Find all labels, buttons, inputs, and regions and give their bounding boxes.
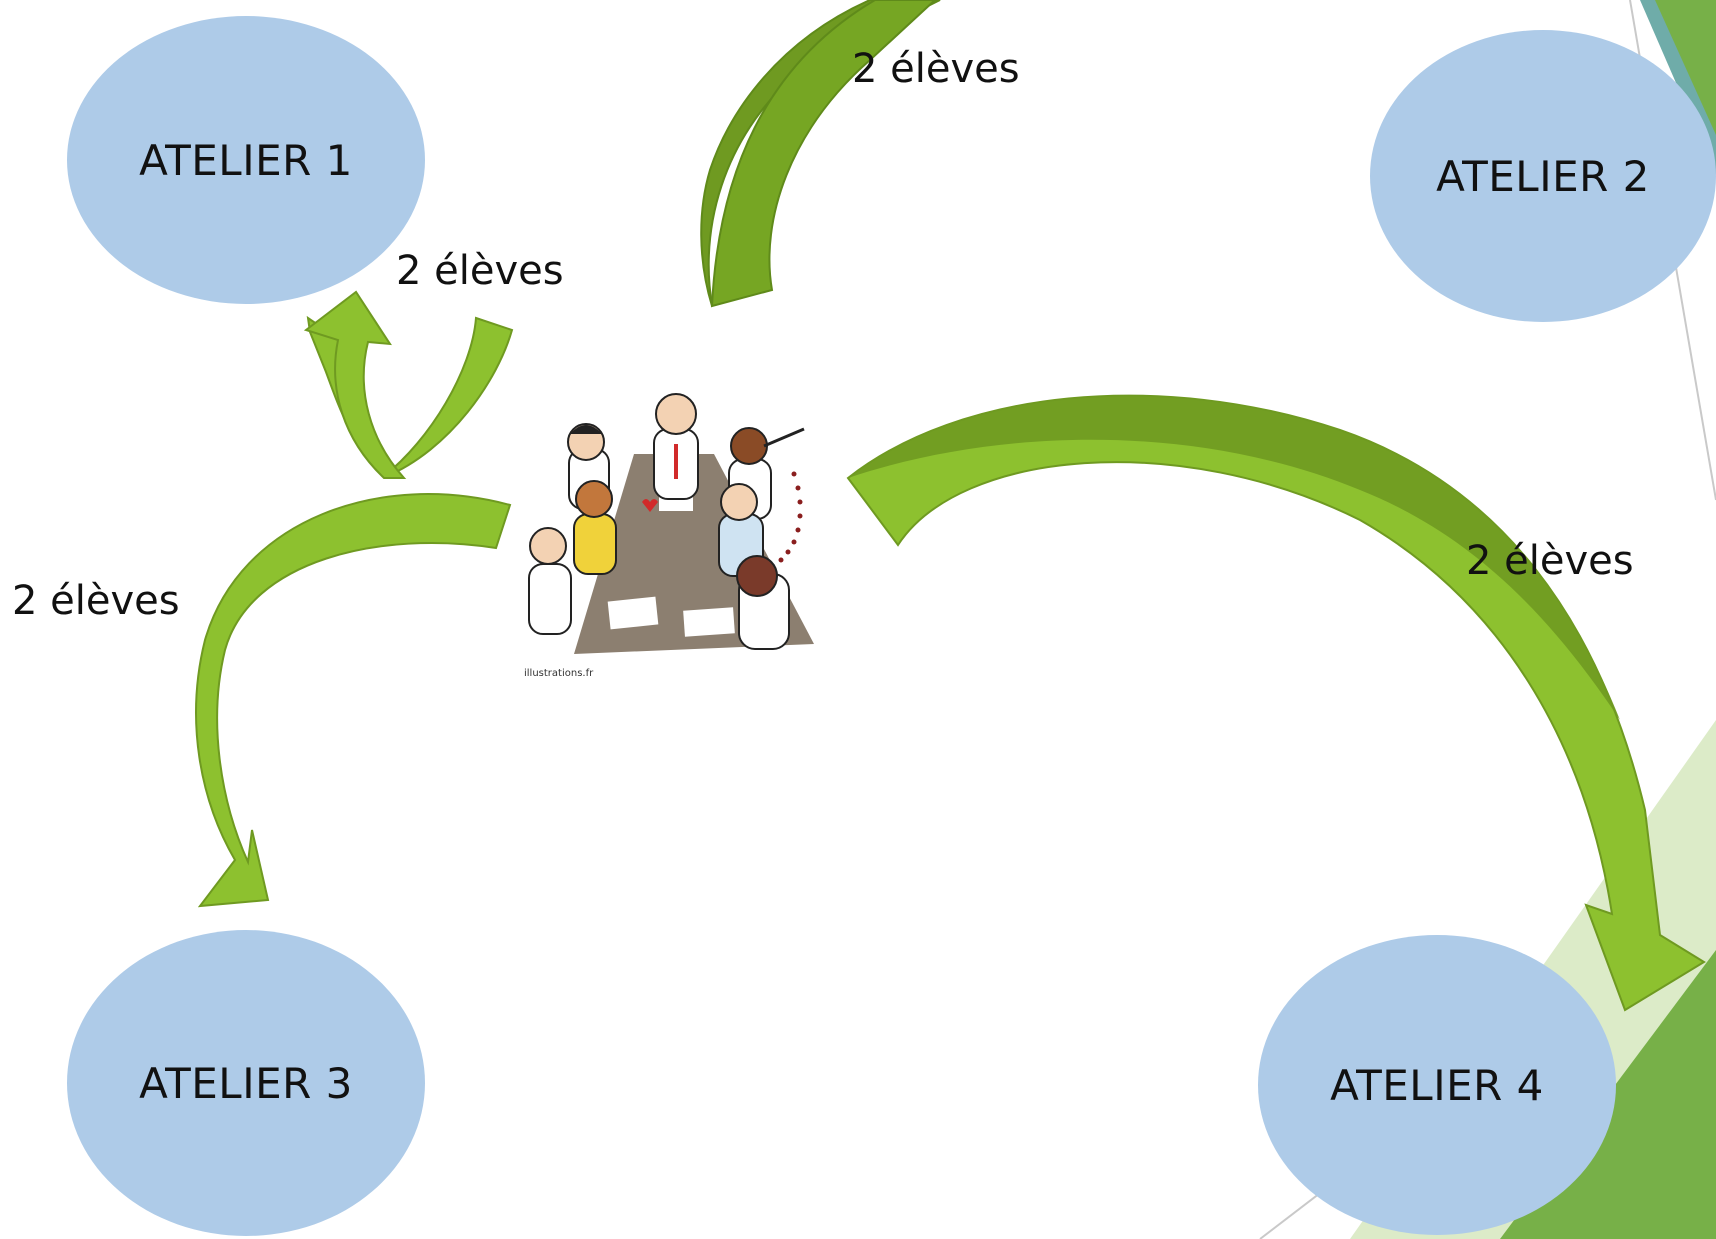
- heart-icon: [642, 499, 658, 512]
- count-label-atelier-2: 2 élèves: [852, 46, 1020, 92]
- atelier-4-node: ATELIER 4: [1258, 935, 1616, 1235]
- meeting-illustration: illustrations.fr: [524, 393, 814, 679]
- atelier-4-label: ATELIER 4: [1330, 1060, 1544, 1110]
- arrow-to-atelier-3: [195, 493, 512, 908]
- arrow-to-atelier-4-shadow: [848, 395, 1620, 720]
- atelier-3-label: ATELIER 3: [139, 1058, 353, 1108]
- atelier-3-node: ATELIER 3: [67, 930, 425, 1236]
- paper-2: [683, 607, 735, 637]
- atelier-2-node: ATELIER 2: [1370, 30, 1716, 322]
- atelier-1-node: ATELIER 1: [67, 16, 425, 304]
- arrow-to-top-body: [710, 0, 937, 308]
- person-left-woman: [573, 480, 617, 575]
- arrow-to-top: [700, 0, 941, 307]
- arrow-to-atelier-1-head: [303, 290, 407, 479]
- atelier-1-label: ATELIER 1: [139, 135, 353, 185]
- dotted-motion-line: [778, 471, 803, 563]
- person-left-bottom: [528, 527, 572, 635]
- count-label-atelier-3: 2 élèves: [12, 578, 180, 624]
- arrow-to-atelier-4: [846, 394, 1706, 1012]
- person-top: [653, 393, 699, 500]
- paper-1: [607, 596, 659, 630]
- illustration-credit: illustrations.fr: [524, 668, 594, 679]
- count-label-atelier-1: 2 élèves: [396, 248, 564, 294]
- atelier-2-label: ATELIER 2: [1436, 151, 1650, 201]
- person-right-bottom: [736, 555, 790, 650]
- decor-green-shape-top: [1655, 0, 1716, 135]
- count-label-atelier-4: 2 élèves: [1466, 538, 1634, 584]
